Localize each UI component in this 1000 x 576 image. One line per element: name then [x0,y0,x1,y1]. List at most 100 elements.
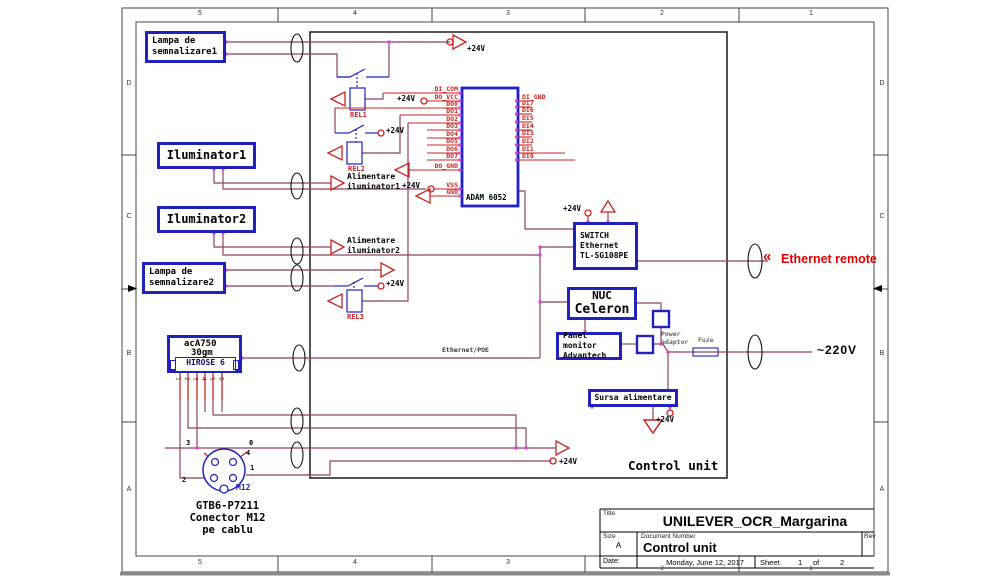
doc-number-label: Document Number [641,533,696,540]
power-adaptor-label: Power [661,330,681,338]
remote-chevron-icon: « [763,248,772,265]
adam-pin-label-DO_GND: DO_GND [435,162,459,170]
switch-power-triangle-icon [599,199,617,213]
hirose-connector[interactable]: HIROSE 6 [175,357,236,372]
component-sursa-alimentare[interactable]: Sursa alimentare [588,389,678,407]
date-label: Date: [603,558,620,565]
title-block-grid [599,508,874,569]
component-camera-aca750[interactable]: acA750 30gm HIROSE 6 [167,335,242,373]
hirose-tab-left [170,360,176,370]
component-iluminator1[interactable]: Iluminator1 [157,142,256,169]
hirose-pin-number: 5 [209,377,216,381]
zone-right-a: A [879,486,885,493]
zone-bottom-4: 4 [353,559,357,566]
pin-dot [458,187,462,191]
adam-pin-label-DI6: DI6 [522,106,534,114]
adam-pin-label-DI5: DI5 [522,114,534,122]
component-label: semnalizare2 [149,278,215,288]
pin-dot [458,113,462,117]
pin-dot [515,158,518,162]
adam-label: ADAM 6052 [466,193,507,202]
sheet-total: 2 [840,558,845,567]
v24-label: +24V [559,457,578,466]
zone-top-5: 5 [198,10,202,17]
rel3-arrow-icon [326,292,343,310]
v24-label: +24V [397,94,416,103]
adam-pin-label-DO1: DO1 [446,107,458,115]
component-label: Lampa de [152,35,196,46]
adam-pin-label-DI_COM: DI_COM [435,85,459,93]
page-bottom-bar [120,572,890,576]
doc-number-value: Control unit [643,540,717,555]
component-label: 30gm [191,348,213,358]
pin-dot [458,194,462,198]
adam-6052-body [460,86,520,208]
adam-pin-label-DO2: DO2 [446,115,458,123]
drawing-title: UNILEVER_OCR_Margarina [662,513,848,529]
size-label: Size [603,533,616,540]
hirose-pin-number: 1 [175,377,182,381]
component-label: Lampa de [149,266,193,277]
pin-dot [515,120,518,124]
component-label: NUC [592,288,612,302]
m12-pin-label: 1 [250,464,255,472]
zone-top-4: 4 [353,10,357,17]
adam-pin-label-DI1: DI1 [522,145,534,153]
component-label: Panel monitor [563,331,597,350]
v220-label: ~220V [817,343,858,357]
pin-dot [515,112,518,116]
zone-right-c: C [879,213,885,220]
rev-label: Rev [864,533,876,540]
pin-dot [458,168,462,172]
control-unit-label: Control unit [628,458,719,473]
component-label: Ethernet [580,241,619,250]
date-value: Monday, June 12, 2017 [666,558,744,567]
conector-line: pe cablu [202,524,253,536]
adam-pin-label-DO7: DO7 [446,152,458,160]
zone-top-2: 2 [660,10,664,17]
rel2-label: REL2 [348,165,365,173]
pin-dot [458,158,462,162]
do-gnd-arrow-icon [393,161,410,179]
gnd-arrow-icon [414,187,431,205]
zone-bottom-3: 3 [506,559,510,566]
adam-pin-label-DI7: DI7 [522,99,534,107]
adam-pin-label-DI4: DI4 [522,122,534,130]
zone-right-d: D [879,80,885,87]
ethernet-poe-label: Ethernet/POE [442,346,489,354]
hirose-pin-number: 4 [200,377,207,381]
m12-pin-label: 3 [186,439,191,447]
component-nuc[interactable]: NUC Celeron [567,287,637,320]
hirose-pin-number: 6 [217,377,224,381]
alim2-label: Alimentare [347,236,396,245]
component-label: semnalizare1 [152,47,218,57]
component-label: TL-SG108PE [580,251,629,260]
pin-dot [515,135,518,139]
cable-ellipses [290,33,763,469]
offpage-alim1-icon [330,174,346,192]
component-label: Iluminator1 [166,148,247,162]
adam-pin-label-DI3: DI3 [522,129,534,137]
connector-square-1 [651,309,671,329]
component-lampa-semnalizare2[interactable]: Lampa de semnalizare2 [142,262,226,294]
sheet-of-label: of [813,558,820,567]
offpage-lampa2-icon [380,261,396,279]
pin-dot [515,143,518,147]
zone-left-d: D [126,80,132,87]
pin-dot [515,151,518,155]
adam-pin-label-DO6: DO6 [446,145,458,153]
adam-pin-label-DI0: DI0 [522,152,534,160]
offpage-m12-icon [555,439,571,457]
component-panel-monitor[interactable]: Panel monitor Advantech [556,331,622,360]
conector-caption: GTB6-P7211 Conector M12 pe cablu [170,500,285,536]
component-ethernet-switch[interactable]: SWITCH Ethernet TL-SG108PE [573,222,638,270]
title-label: Title [603,510,616,517]
component-iluminator2[interactable]: Iluminator2 [157,206,256,233]
fuse-symbol [692,347,719,357]
zone-bottom-1: 1 [809,566,813,572]
conector-line: Conector M12 [189,512,266,524]
component-label: Iluminator2 [166,212,247,226]
hirose-tab-right [233,360,239,370]
component-lampa-semnalizare1[interactable]: Lampa de semnalizare1 [145,31,226,63]
